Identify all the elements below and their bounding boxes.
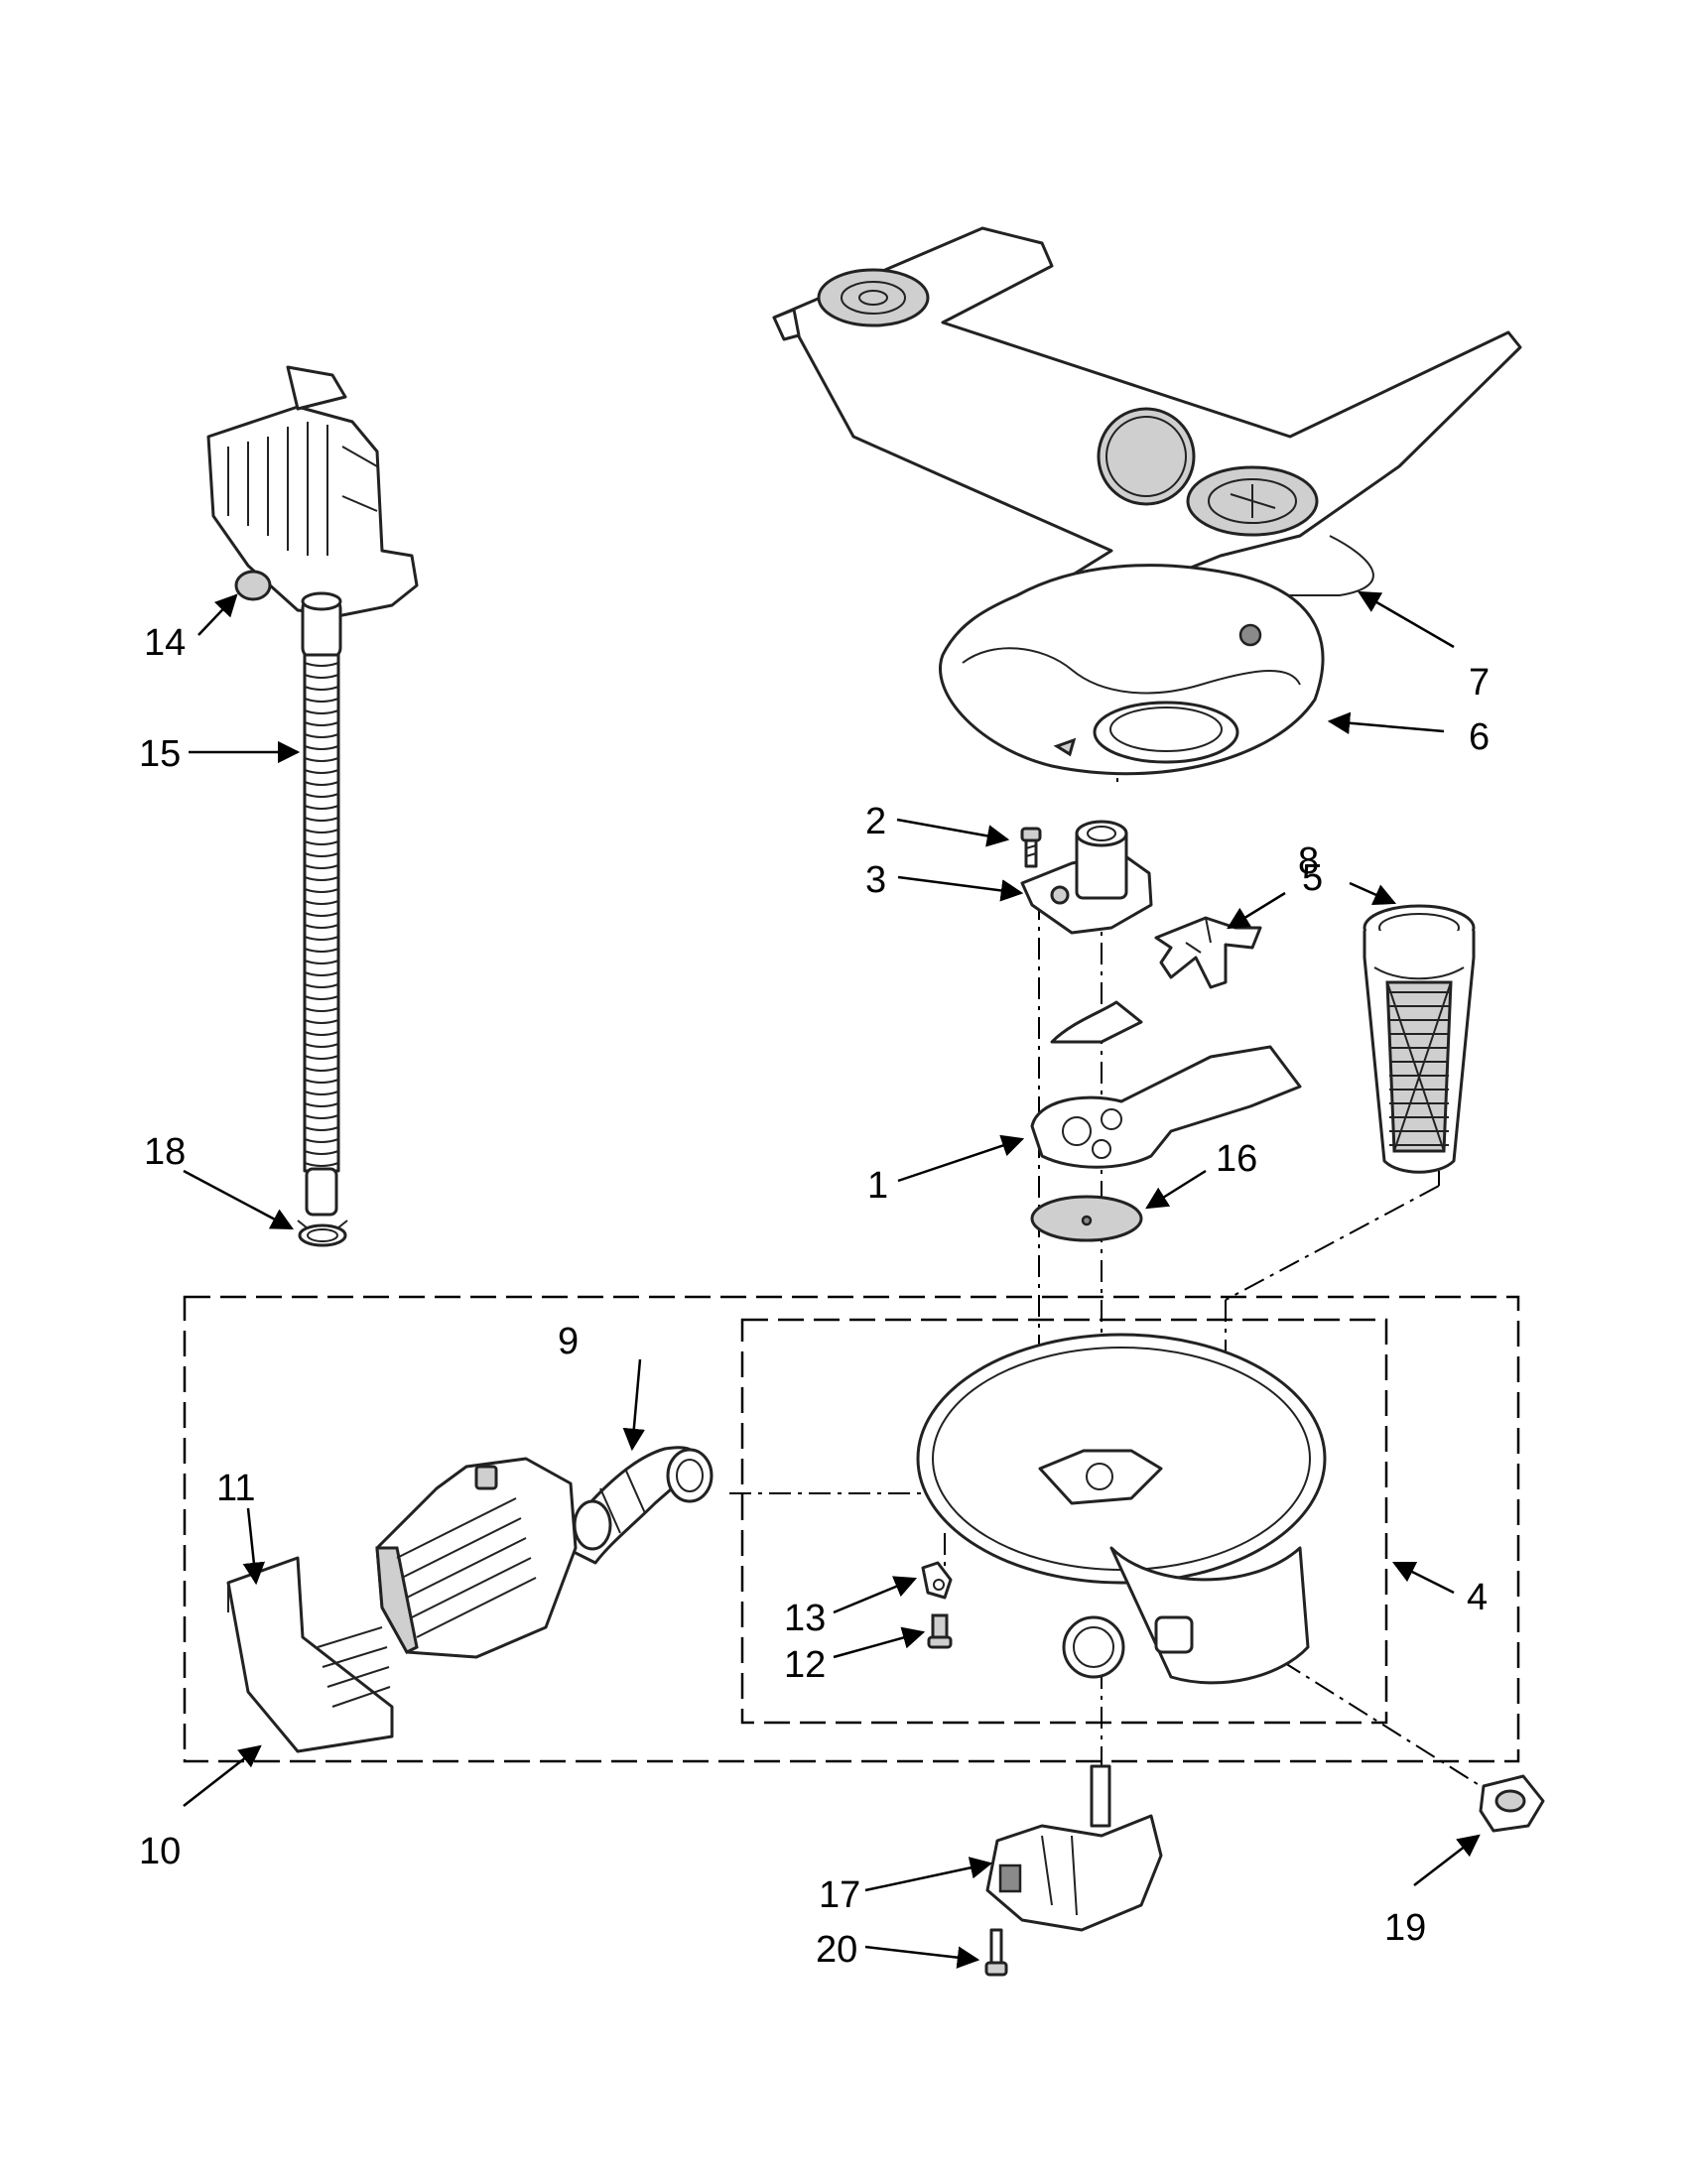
callout-6: 6 bbox=[1469, 716, 1490, 758]
hose-rib bbox=[304, 876, 339, 881]
hose-rib bbox=[304, 864, 339, 869]
hose-rib bbox=[304, 698, 339, 703]
callout-4: 4 bbox=[1467, 1577, 1488, 1618]
callout-14: 14 bbox=[144, 622, 186, 664]
hose-rib bbox=[304, 817, 339, 822]
hose-rib bbox=[304, 1138, 339, 1143]
part-12-screw bbox=[927, 1613, 953, 1649]
callout-9: 9 bbox=[558, 1321, 579, 1362]
hose-rib bbox=[304, 805, 339, 810]
hose-rib bbox=[304, 1150, 339, 1155]
callout-20: 20 bbox=[816, 1929, 857, 1971]
hose-rib bbox=[304, 971, 339, 976]
part-1-manifold bbox=[1030, 1000, 1302, 1169]
callout-labels: 14 15 18 9 11 10 7 6 2 3 8 5 1 16 4 13 1… bbox=[139, 622, 1490, 1971]
hose-rib bbox=[304, 1114, 339, 1119]
callout-15: 15 bbox=[139, 733, 181, 775]
callout-13: 13 bbox=[784, 1598, 826, 1639]
callout-18: 18 bbox=[144, 1131, 186, 1173]
callout-11: 11 bbox=[216, 1468, 255, 1509]
callout-1: 1 bbox=[867, 1165, 888, 1207]
callout-12: 12 bbox=[784, 1644, 826, 1686]
hose-rib bbox=[304, 757, 339, 762]
hose-rib bbox=[304, 912, 339, 917]
part-11-cover bbox=[226, 1556, 394, 1753]
part-15-hose bbox=[301, 591, 342, 1217]
hose-rib bbox=[304, 709, 339, 714]
hose-rib bbox=[304, 948, 339, 953]
part-3-manifold bbox=[1020, 820, 1153, 935]
callout-10: 10 bbox=[139, 1831, 181, 1872]
callout-19: 19 bbox=[1384, 1907, 1426, 1949]
hose-rib bbox=[304, 1031, 339, 1036]
callout-7: 7 bbox=[1469, 662, 1490, 704]
assembly-box-inner bbox=[740, 1318, 1388, 1725]
part-5-bracket bbox=[1154, 916, 1262, 989]
hose-rib bbox=[304, 936, 339, 941]
hose-rib bbox=[304, 793, 339, 798]
part-18-clamp bbox=[297, 1220, 348, 1247]
hose-rib bbox=[304, 852, 339, 857]
part-20-screw bbox=[984, 1928, 1008, 1977]
hose-rib bbox=[304, 924, 339, 929]
hose-rib bbox=[304, 1055, 339, 1060]
hose-rib bbox=[304, 745, 339, 750]
hose-rib bbox=[304, 674, 339, 679]
hose-rib bbox=[304, 662, 339, 667]
hose-rib bbox=[304, 888, 339, 893]
hose-rib bbox=[304, 769, 339, 774]
callout-17: 17 bbox=[819, 1874, 860, 1916]
callout-16: 16 bbox=[1216, 1138, 1257, 1180]
leader-lines bbox=[183, 590, 1481, 1969]
callout-5: 5 bbox=[1302, 857, 1323, 899]
part-19-sensor bbox=[1479, 1774, 1545, 1833]
hose-rib bbox=[304, 1043, 339, 1048]
part-16-disc bbox=[1030, 1195, 1143, 1242]
hose-rib bbox=[304, 1162, 339, 1167]
hose-rib bbox=[304, 733, 339, 738]
hose-rib bbox=[304, 686, 339, 691]
hose-rib bbox=[304, 721, 339, 726]
hose-rib bbox=[304, 840, 339, 845]
hose-rib bbox=[304, 1067, 339, 1072]
assembly-box-outer bbox=[183, 1295, 1520, 1763]
part-14-motor bbox=[206, 365, 419, 617]
hose-rib bbox=[304, 983, 339, 988]
callout-2: 2 bbox=[865, 801, 886, 842]
part-8-filter bbox=[1363, 904, 1476, 1174]
part-17-housing bbox=[985, 1764, 1163, 1932]
callout-8: 8 bbox=[1298, 840, 1319, 882]
hose-rib bbox=[304, 1079, 339, 1084]
hose-rib bbox=[304, 1019, 339, 1024]
hose-rib bbox=[304, 1102, 339, 1107]
part-13-clip bbox=[921, 1561, 953, 1600]
part-9-elbow bbox=[554, 1446, 714, 1565]
part-4-sump bbox=[916, 1333, 1327, 1685]
callout-3: 3 bbox=[865, 859, 886, 901]
part-10-pump bbox=[375, 1457, 578, 1659]
hose-rib bbox=[304, 1007, 339, 1012]
hose-rib bbox=[304, 960, 339, 964]
hose-rib bbox=[304, 829, 339, 834]
hose-rib bbox=[304, 781, 339, 786]
hose-rib bbox=[304, 900, 339, 905]
part-7-spray-arm bbox=[772, 226, 1522, 637]
hose-rib bbox=[304, 995, 339, 1000]
part-2-screw bbox=[1020, 827, 1042, 868]
hose-rib bbox=[304, 1126, 339, 1131]
hose-rib bbox=[304, 1091, 339, 1095]
part-6-cover bbox=[939, 564, 1325, 776]
